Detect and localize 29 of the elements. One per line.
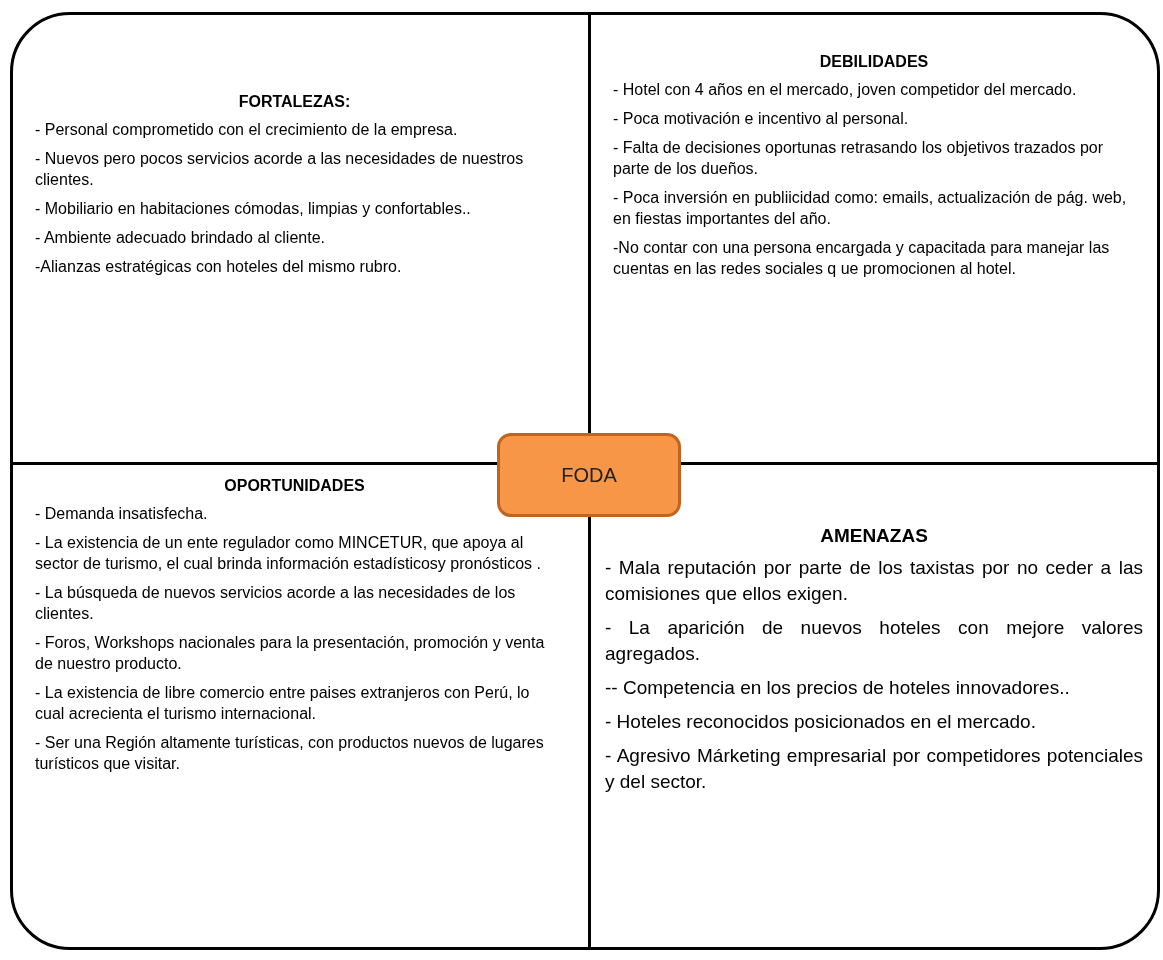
list-item: - La búsqueda de nuevos servicios acorde a las necesidades de los clientes. bbox=[35, 583, 517, 624]
list-item: - Demanda insatisfecha. bbox=[35, 504, 209, 524]
title-text: FODA bbox=[561, 463, 617, 487]
quadrant-heading: DEBILIDADES bbox=[818, 53, 930, 71]
quadrant-heading: FORTALEZAS: bbox=[237, 93, 352, 111]
quadrant-heading: AMENAZAS bbox=[819, 525, 929, 547]
list-item: - La aparición de nuevos hoteles con mejore valores agregados. bbox=[605, 616, 1143, 666]
list-item: - Hoteles reconocidos posicionados en el mercado. bbox=[605, 710, 1037, 734]
list-item: - Personal comprometido con el crecimiento de la empresa. bbox=[35, 120, 459, 140]
list-item: - Hotel con 4 años en el mercado, joven competidor del mercado. bbox=[613, 80, 1078, 100]
list-item: - Falta de decisiones oportunas retrasando los objetivos trazados por parte de los dueños. bbox=[613, 138, 1105, 179]
list-item: -- Competencia en los precios de hoteles innovadores.. bbox=[605, 676, 1071, 700]
list-item: - Mobiliario en habitaciones cómodas, limpias y confortables.. bbox=[35, 199, 472, 219]
title-box bbox=[497, 433, 681, 517]
list-item: - La existencia de un ente regulador como MINCETUR, que apoya al sector de turismo, el cual brinda información estadísticosy pronósticos . bbox=[35, 533, 542, 574]
list-item: - La existencia de libre comercio entre paises extranjeros con Perú, lo cual acrecienta el turismo internacional. bbox=[35, 683, 531, 724]
list-item: - Ser una Región altamente turísticas, con productos nuevos de lugares turísticos que visitar. bbox=[35, 733, 545, 774]
list-item: -Alianzas estratégicas con hoteles del mismo rubro. bbox=[35, 257, 403, 277]
list-item: - Nuevos pero pocos servicios acorde a las necesidades de nuestros clientes. bbox=[35, 149, 525, 190]
quadrant-panel bbox=[10, 12, 591, 465]
list-item: - Agresivo Márketing empresarial por competidores potenciales y del sector. bbox=[605, 744, 1143, 794]
list-item: - Ambiente adecuado brindado al cliente. bbox=[35, 228, 326, 248]
list-item: - Poca inversión en publiicidad como: emails, actualización de pág. web, en fiestas importantes del año. bbox=[613, 188, 1128, 229]
list-item: - Poca motivación e incentivo al personal. bbox=[613, 109, 910, 129]
list-item: -No contar con una persona encargada y capacitada para manejar las cuentas en las redes sociales q ue promocionen al hotel. bbox=[613, 238, 1111, 279]
list-item: - Foros, Workshops nacionales para la presentación, promoción y venta de nuestro producto. bbox=[35, 633, 546, 674]
quadrant-heading: OPORTUNIDADES bbox=[223, 477, 366, 495]
list-item: - Mala reputación por parte de los taxistas por no ceder a las comisiones que ellos exigen. bbox=[605, 556, 1143, 606]
quadrant-panel bbox=[588, 12, 1160, 465]
